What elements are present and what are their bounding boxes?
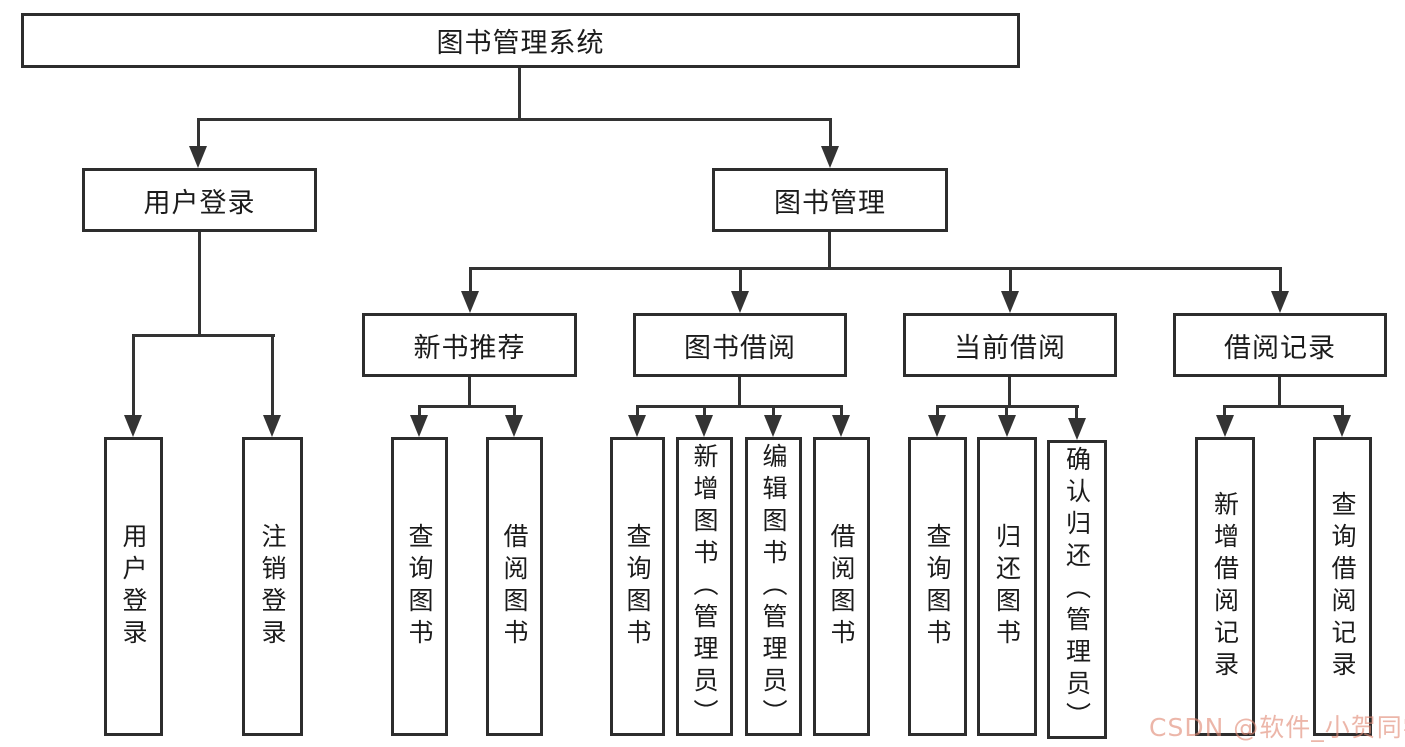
connector-stem	[1341, 405, 1344, 417]
leaf-query-borrow-record: 查询借阅记录	[1313, 437, 1372, 736]
connector-level2-horizontal	[197, 118, 831, 121]
connector-stem	[132, 334, 135, 417]
leaf-borrow-books: 借阅图书	[813, 437, 870, 736]
connector-stem	[840, 405, 843, 417]
arrow-down-icon	[1068, 418, 1086, 440]
csdn-watermark: CSDN @软件_小贺同学	[1149, 713, 1405, 742]
leaf-label: 借阅图书	[500, 522, 529, 651]
arrow-down-icon	[695, 415, 713, 437]
connector-login-vertical	[198, 232, 201, 336]
leaf-borrow-books-recommend: 借阅图书	[486, 437, 543, 736]
arrow-down-icon	[189, 146, 207, 168]
leaf-label: 新增借阅记录	[1210, 490, 1240, 683]
node-user-login: 用户登录	[82, 168, 317, 232]
arrow-down-icon	[821, 146, 839, 168]
arrow-down-icon	[1216, 415, 1234, 437]
leaf-user-login: 用户登录	[104, 437, 163, 736]
connector-login-stem	[197, 118, 200, 150]
node-label: 当前借阅	[954, 332, 1066, 364]
node-label: 图书管理系统	[436, 28, 605, 59]
connector-stem	[1009, 267, 1012, 293]
arrow-down-icon	[461, 291, 479, 313]
connector-stem	[513, 405, 516, 417]
leaf-label: 查询图书	[923, 522, 952, 651]
connector-login-children-horizontal	[132, 334, 275, 337]
connector-stem	[936, 405, 939, 417]
leaf-confirm-return-admin: 确认归还（管理员）	[1047, 440, 1107, 739]
connector-stem	[1279, 267, 1282, 293]
arrow-down-icon	[124, 415, 142, 437]
arrow-down-icon	[731, 291, 749, 313]
connector-stem	[469, 267, 472, 293]
connector-stem	[703, 405, 706, 417]
connector-stem	[772, 405, 775, 417]
node-label: 借阅记录	[1224, 332, 1336, 364]
connector-stem	[1223, 405, 1226, 417]
connector-borrow-vertical	[738, 377, 741, 407]
connector-records-horizontal	[1224, 405, 1343, 408]
leaf-query-books-recommend: 查询图书	[391, 437, 448, 736]
node-root-system: 图书管理系统	[21, 13, 1020, 68]
connector-root-vertical	[518, 68, 521, 120]
connector-stem	[418, 405, 421, 417]
arrow-down-icon	[998, 415, 1016, 437]
arrow-down-icon	[263, 415, 281, 437]
leaf-label: 确认归还（管理员）	[1062, 445, 1092, 734]
leaf-label: 编辑图书（管理员）	[759, 442, 788, 731]
node-label: 图书管理	[774, 187, 886, 219]
node-current-borrow: 当前借阅	[903, 313, 1117, 377]
arrow-down-icon	[628, 415, 646, 437]
arrow-down-icon	[1333, 415, 1351, 437]
node-book-borrow: 图书借阅	[633, 313, 847, 377]
leaf-query-books-current: 查询图书	[908, 437, 967, 736]
leaf-add-books-admin: 新增图书（管理员）	[676, 437, 733, 736]
connector-mgmt-vertical	[828, 232, 831, 269]
connector-level3-horizontal	[469, 267, 1282, 270]
arrow-down-icon	[410, 415, 428, 437]
leaf-return-books: 归还图书	[977, 437, 1037, 736]
connector-stem	[271, 334, 274, 417]
node-label: 新书推荐	[413, 332, 526, 364]
leaf-label: 查询借阅记录	[1328, 490, 1357, 683]
leaf-label: 归还图书	[992, 522, 1022, 651]
connector-stem	[1075, 405, 1078, 419]
leaf-label: 借阅图书	[827, 522, 856, 651]
connector-stem	[739, 267, 742, 293]
arrow-down-icon	[764, 415, 782, 437]
arrow-down-icon	[505, 415, 523, 437]
connector-current-vertical	[1008, 377, 1011, 407]
connector-stem	[1005, 405, 1008, 417]
arrow-down-icon	[928, 415, 946, 437]
connector-recommend-horizontal	[418, 405, 516, 408]
leaf-label: 查询图书	[623, 522, 652, 651]
connector-mgmt-stem	[829, 118, 832, 150]
node-label: 用户登录	[143, 187, 256, 219]
leaf-label: 查询图书	[405, 522, 434, 651]
connector-recommend-vertical	[468, 377, 471, 407]
leaf-label: 新增图书（管理员）	[690, 442, 719, 731]
leaf-label: 注销登录	[258, 522, 287, 651]
arrow-down-icon	[1001, 291, 1019, 313]
arrow-down-icon	[1271, 291, 1289, 313]
connector-records-vertical	[1278, 377, 1281, 407]
node-borrow-records: 借阅记录	[1173, 313, 1387, 377]
node-label: 图书借阅	[684, 332, 796, 364]
leaf-add-borrow-record: 新增借阅记录	[1195, 437, 1255, 736]
arrow-down-icon	[832, 415, 850, 437]
connector-borrow-horizontal	[636, 405, 843, 408]
leaf-edit-books-admin: 编辑图书（管理员）	[745, 437, 802, 736]
leaf-label: 用户登录	[119, 522, 148, 651]
connector-stem	[636, 405, 639, 417]
leaf-logout: 注销登录	[242, 437, 303, 736]
node-book-management: 图书管理	[712, 168, 948, 232]
leaf-query-books-borrow: 查询图书	[610, 437, 665, 736]
node-new-book-recommend: 新书推荐	[362, 313, 577, 377]
